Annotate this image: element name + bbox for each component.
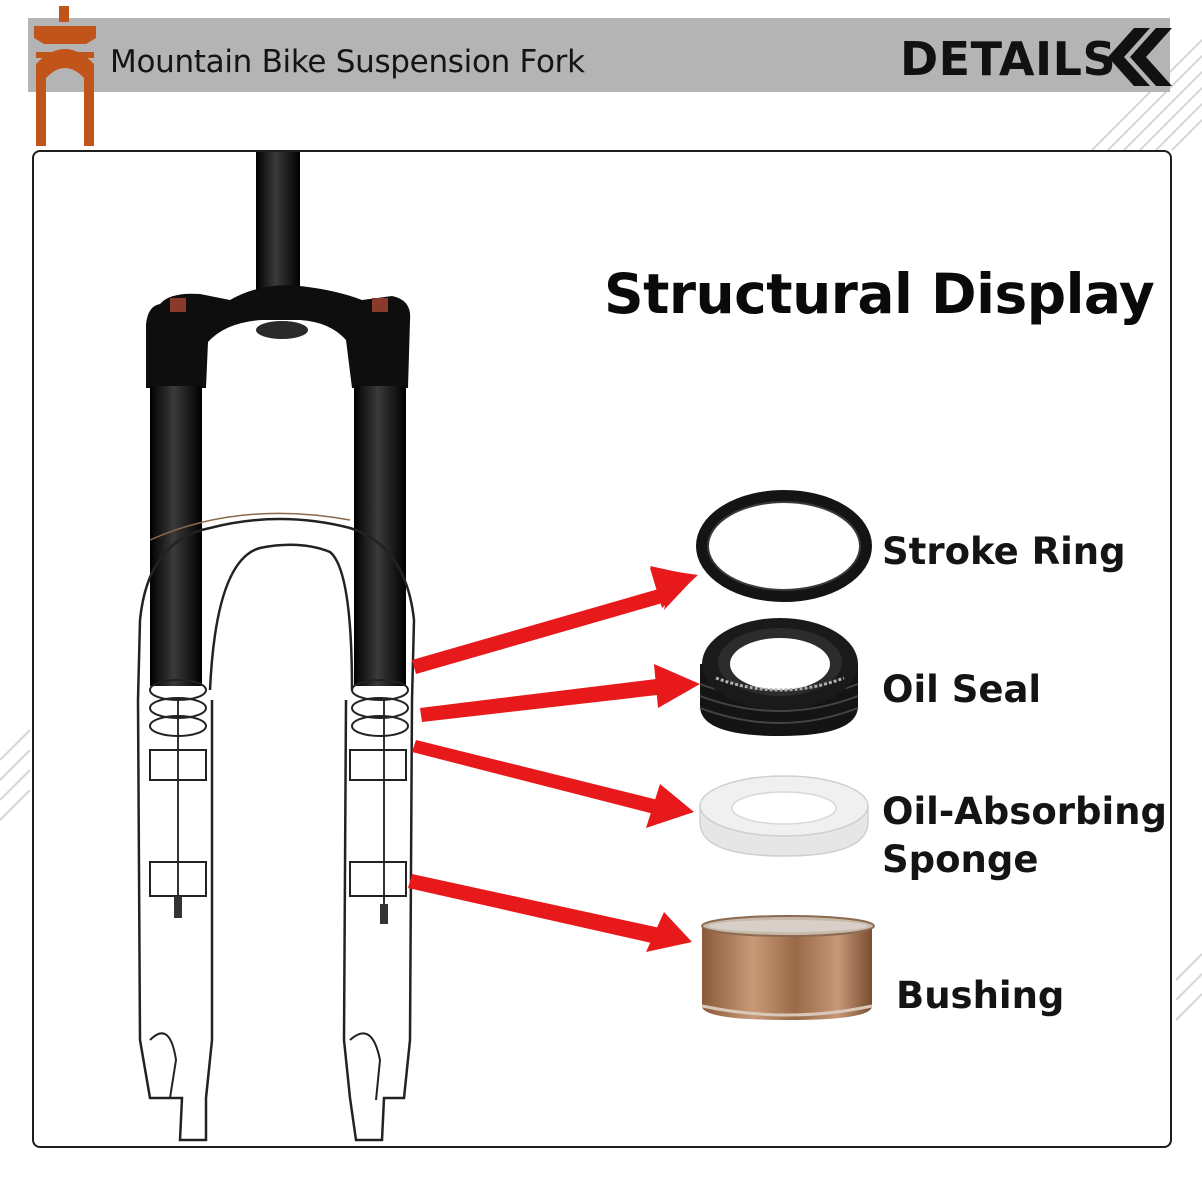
arrow-oil-seal — [420, 664, 700, 722]
double-chevron-left-icon — [1108, 28, 1172, 86]
label-oil-absorbing-sponge: Oil-Absorbing Sponge — [882, 790, 1167, 881]
sponge-ring-icon — [699, 775, 869, 857]
oil-seal-icon — [699, 618, 859, 736]
details-label: DETAILS — [900, 32, 1117, 86]
label-bushing: Bushing — [896, 974, 1065, 1017]
fork-logo-icon — [34, 6, 96, 146]
stroke-ring-icon — [696, 490, 872, 602]
arrow-bushing — [408, 874, 692, 952]
header-bar — [28, 18, 1170, 92]
product-title: Mountain Bike Suspension Fork — [110, 44, 585, 80]
pointer-arrows — [408, 566, 700, 952]
bushing-icon — [701, 915, 875, 1020]
arrow-sponge — [412, 740, 694, 828]
diagram-title: Structural Display — [604, 262, 1155, 326]
label-oil-seal: Oil Seal — [882, 668, 1042, 711]
suspension-fork-drawing — [136, 152, 416, 1142]
label-stroke-ring: Stroke Ring — [882, 530, 1126, 573]
arrow-stroke-ring — [412, 566, 698, 674]
